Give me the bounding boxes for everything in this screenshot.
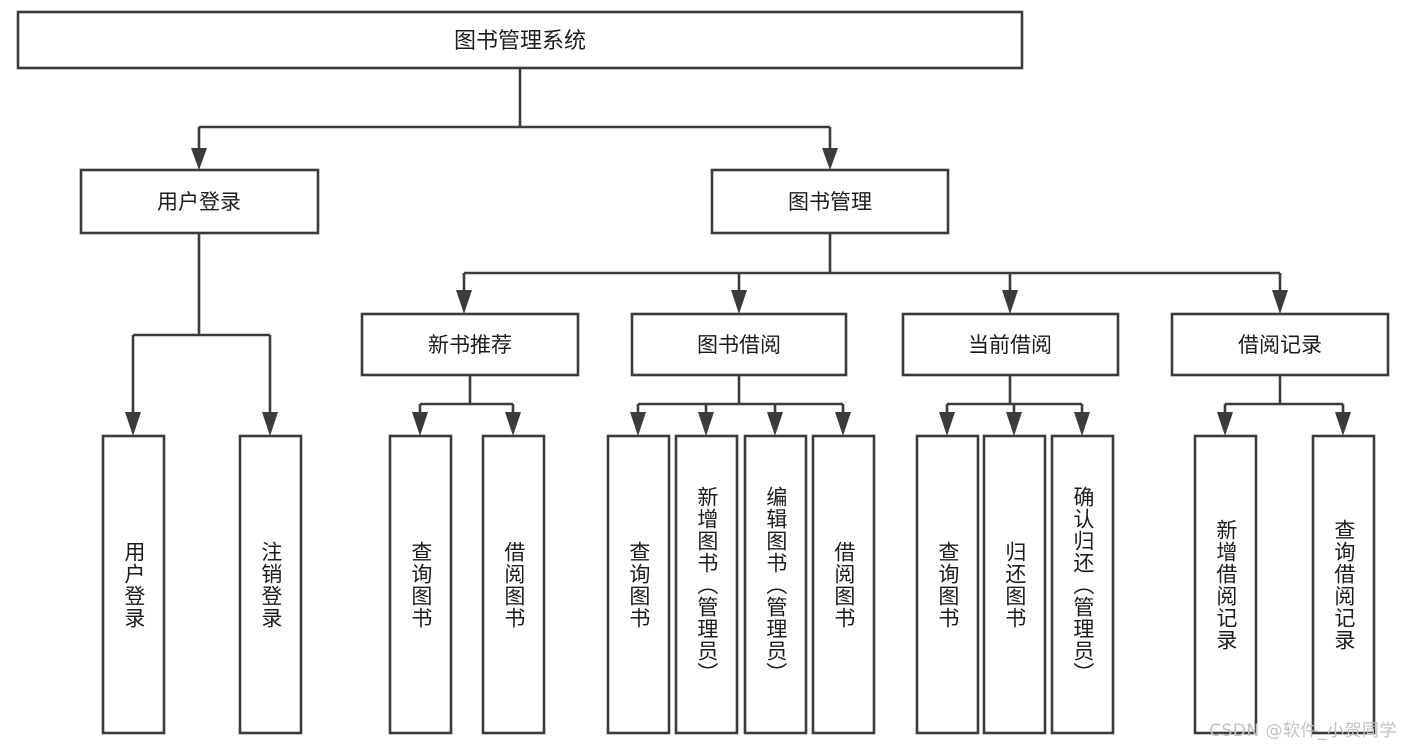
node-book-borrow-box[interactable] [630,312,848,377]
arrow-head-user-login [191,148,207,170]
node-borrow-record-box[interactable] [1170,312,1390,377]
arrow-head-bb-leaf-1 [630,412,646,436]
arrow-head-book-mgmt [822,148,838,170]
arrow-head-leaf-logout [262,412,278,436]
leaf-box-bb-borrow[interactable] [811,434,876,735]
node-root-box[interactable] [16,10,1024,70]
node-book-management-label: 图书管理 [788,190,872,214]
node-borrow-record-label: 借阅记录 [1238,333,1322,357]
node-current-borrow-box[interactable] [901,312,1120,377]
arrow-head-cb-leaf-2 [1006,412,1022,436]
arrow-head-current-borrow [1002,290,1018,314]
connector-layer [125,68,1351,436]
arrow-head-book-borrow [731,290,747,314]
node-book-borrow-label: 图书借阅 [697,333,781,357]
leaf-box-cb-return[interactable] [982,434,1047,735]
node-current-borrow-label: 当前借阅 [968,333,1052,357]
arrow-head-bb-leaf-2 [698,412,714,436]
arrow-head-br-leaf-1 [1217,412,1233,436]
arrow-head-nb-leaf-2 [505,412,521,436]
arrow-head-cb-leaf-1 [939,412,955,436]
node-book-management-box[interactable] [710,168,950,235]
leaf-box-user-login-login[interactable] [101,434,166,735]
arrow-head-bb-leaf-4 [835,412,851,436]
leaf-box-br-add[interactable] [1193,434,1258,735]
leaf-box-bb-add[interactable] [674,434,739,735]
arrow-head-cb-leaf-3 [1074,412,1090,436]
leaf-box-br-query[interactable] [1311,434,1376,735]
leaf-box-bb-query[interactable] [606,434,671,735]
arrow-head-borrow-record [1272,290,1288,314]
node-user-login-label: 用户登录 [157,190,241,214]
watermark-text: CSDN @软件_小贺同学 [1209,721,1397,741]
node-layer: 图书管理系统 用户登录 图书管理 新书推荐 图书借阅 当前借阅 借阅记录 [16,10,1390,735]
leaf-box-nb-query[interactable] [388,434,453,735]
node-root-label: 图书管理系统 [454,29,586,54]
arrow-head-leaf-user-login [125,412,141,436]
arrow-head-new-book [456,290,472,314]
leaf-box-user-login-logout[interactable] [238,434,303,735]
leaf-box-nb-borrow[interactable] [481,434,546,735]
leaf-box-bb-edit[interactable] [743,434,808,735]
arrow-head-nb-leaf-1 [412,412,428,436]
leaf-box-cb-confirm[interactable] [1050,434,1115,735]
node-new-book-recommend-box[interactable] [360,312,580,377]
arrow-head-br-leaf-2 [1335,412,1351,436]
leaf-box-cb-query[interactable] [915,434,980,735]
node-new-book-recommend-label: 新书推荐 [428,333,512,357]
arrow-head-bb-leaf-3 [767,412,783,436]
node-user-login-box[interactable] [79,168,320,235]
